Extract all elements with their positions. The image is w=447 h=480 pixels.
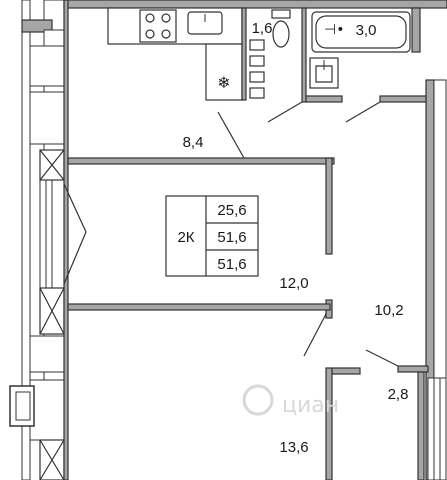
apartment-type-label: 2К (177, 229, 194, 246)
wall-living-bedroom (67, 303, 331, 311)
total-area-with-balcony-value: 51,6 (217, 256, 246, 273)
bathroom-fixtures: ⊣• (309, 11, 411, 89)
room-label-living-room: 12,0 (279, 275, 308, 292)
left-exterior-wall (9, 0, 67, 480)
window-top-left (29, 45, 65, 87)
snowflake-icon: ❄ (217, 73, 230, 92)
watermark: циан (242, 384, 339, 418)
svg-text:⊣•: ⊣• (324, 22, 344, 38)
room-label-bedroom: 13,6 (279, 439, 308, 456)
svg-text:циан: циан (282, 393, 339, 418)
watermark-logo-icon (242, 384, 274, 416)
wc-fixtures (249, 9, 291, 99)
window-bottom-left (29, 379, 65, 441)
stove-icon (139, 9, 177, 43)
wall-kitchen-living (67, 157, 335, 165)
living-area-value: 25,6 (217, 202, 246, 219)
window-lower-left (29, 335, 65, 373)
room-label-bathroom: 3,0 (356, 22, 377, 39)
window-upper-left (29, 91, 65, 145)
area-summary-table: 2К 25,6 51,6 51,6 (165, 195, 259, 277)
total-area-value: 51,6 (217, 229, 246, 246)
room-label-wc: 1,6 (252, 20, 273, 37)
kitchen-sink-icon (187, 11, 223, 35)
room-label-storage: 2,8 (388, 386, 409, 403)
kitchen-counter: ❄ (107, 7, 243, 101)
top-exterior-wall (63, 0, 447, 9)
toilet-icon (271, 9, 291, 48)
room-label-kitchen-hall: 8,4 (183, 134, 204, 151)
room-label-corridor: 10,2 (374, 302, 403, 319)
